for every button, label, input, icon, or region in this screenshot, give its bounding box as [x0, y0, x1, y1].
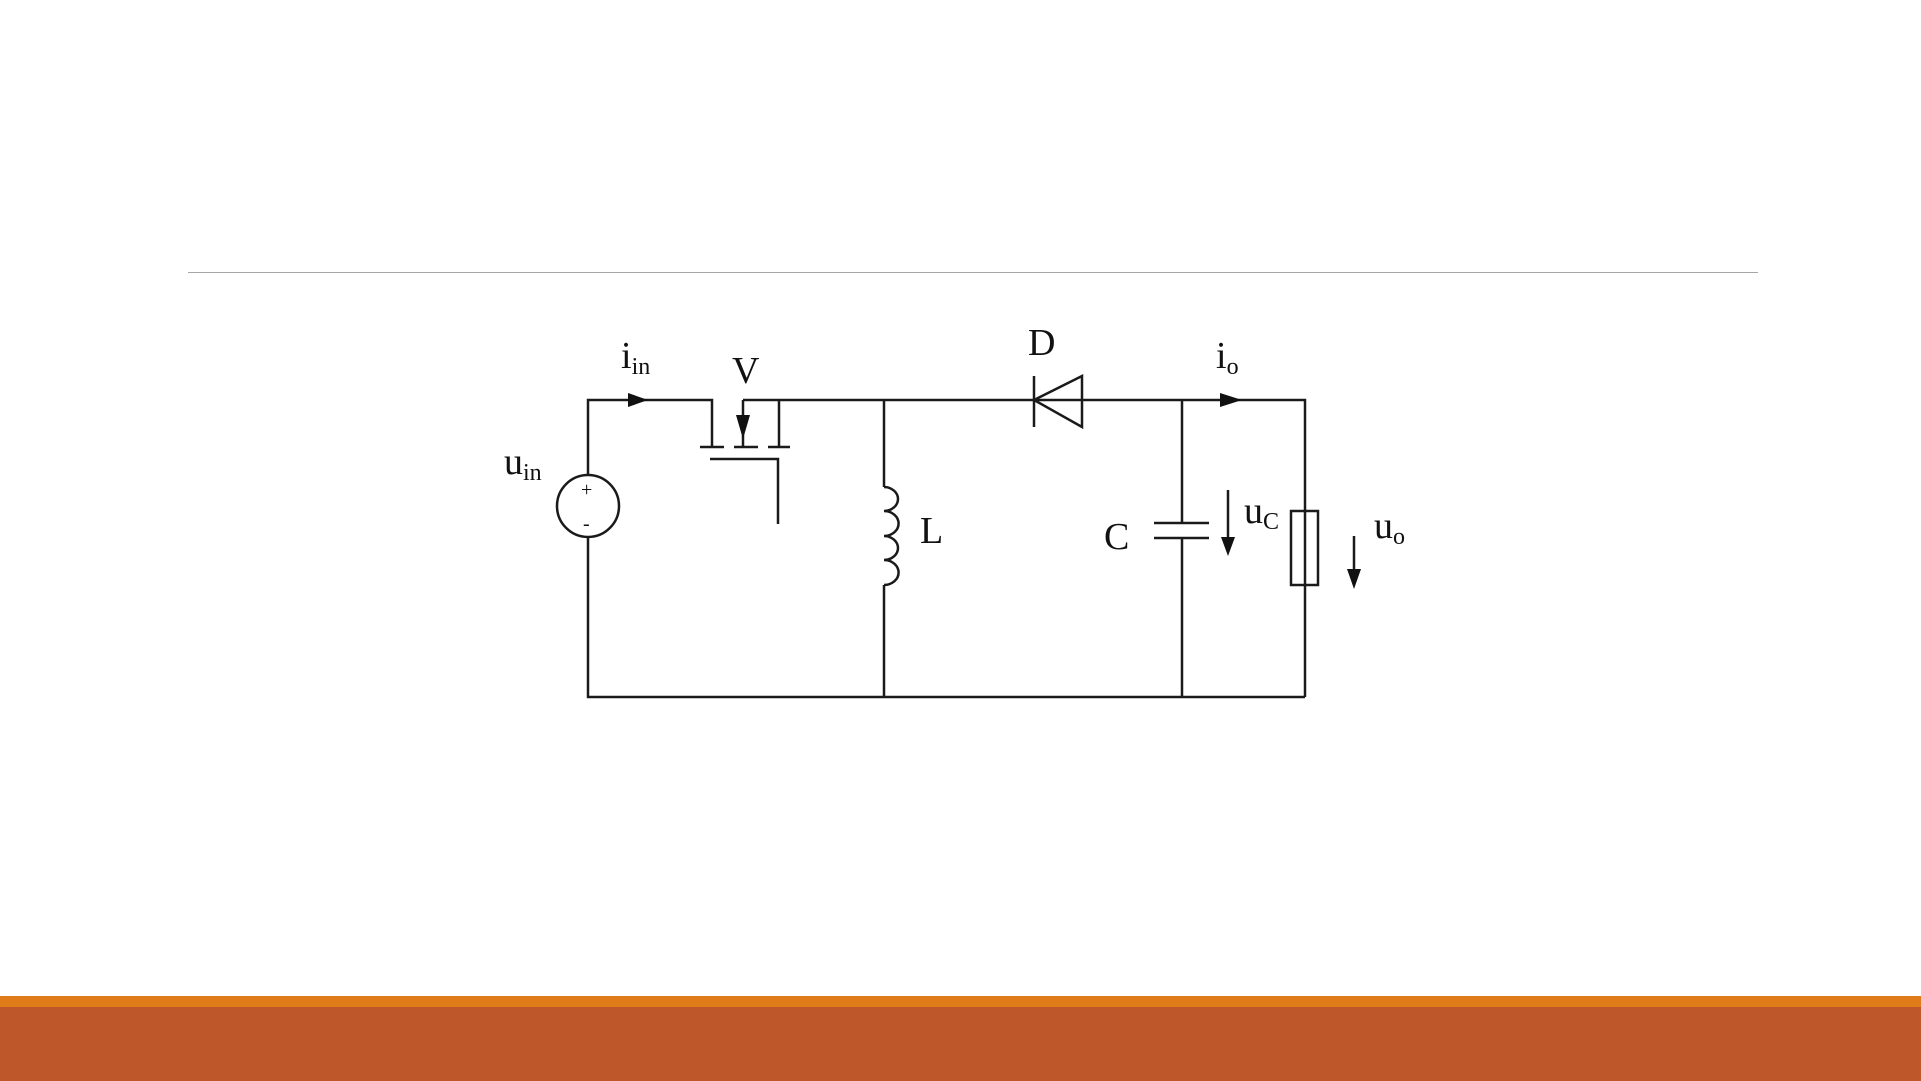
- label-inductor: L: [920, 510, 943, 552]
- footer-accent-stripe: [0, 996, 1921, 1007]
- label-input-voltage: uin: [504, 441, 542, 486]
- wire-source-top: [588, 400, 712, 475]
- mosfet-switch: [700, 400, 790, 524]
- inductor: [884, 487, 899, 585]
- label-output-current: io: [1216, 335, 1239, 380]
- input-current-arrow: [628, 393, 648, 407]
- label-diode: D: [1028, 322, 1055, 364]
- source-minus-sign: -: [583, 513, 590, 535]
- source-plus-sign: +: [581, 479, 592, 501]
- capacitor-voltage-arrow: [1221, 490, 1235, 556]
- label-output-voltage: uo: [1374, 505, 1405, 550]
- label-switch: V: [732, 350, 760, 392]
- wire-top-rail: [743, 400, 1305, 697]
- label-input-current: iin: [621, 335, 650, 380]
- label-capacitor: C: [1104, 516, 1129, 558]
- diode: [1034, 376, 1082, 427]
- capacitor: [1154, 400, 1209, 697]
- footer-bar: [0, 1007, 1921, 1081]
- output-voltage-arrow: [1347, 536, 1361, 589]
- output-current-arrow: [1220, 393, 1242, 407]
- label-capacitor-voltage: uC: [1244, 490, 1279, 535]
- wire-source-bottom: [588, 537, 1305, 697]
